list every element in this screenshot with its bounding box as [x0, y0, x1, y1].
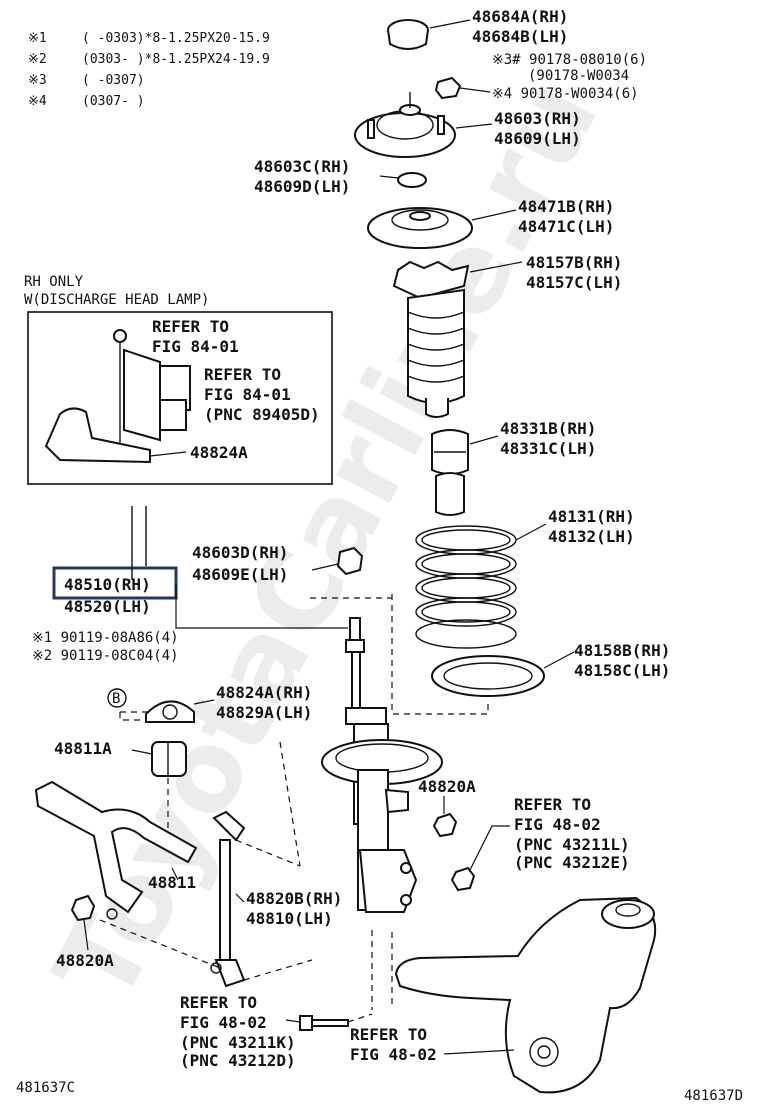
label-48158C: 48158C(LH) [574, 661, 670, 680]
ref-knuckle-line2: FIG 48-02 [514, 815, 601, 834]
knuckle-bolt-nut[interactable] [450, 866, 476, 892]
bump-stopper[interactable] [431, 429, 469, 516]
label-48820A-left: 48820A [56, 951, 114, 970]
lower-insulator[interactable] [431, 655, 545, 697]
inset-ref2-line2: FIG 84-01 [204, 385, 291, 404]
ref-br-line1: REFER TO [350, 1025, 427, 1044]
note-mark-1: ※1 [28, 31, 47, 46]
inset-title-2: W(DISCHARGE HEAD LAMP) [24, 292, 209, 308]
stabilizer-bar-ghost [131, 506, 147, 580]
figure-code-right: 481637D [684, 1088, 743, 1104]
dust-boot[interactable] [392, 260, 470, 418]
ref-knuckle-line4: (PNC 43212E) [514, 853, 630, 872]
ref-bl-line3: (PNC 43211K) [180, 1033, 296, 1052]
note-text-3: ( -0307) [82, 73, 145, 88]
label-48331C: 48331C(LH) [500, 439, 596, 458]
label-48132: 48132(LH) [548, 527, 635, 546]
label-48157B: 48157B(RH) [526, 253, 622, 272]
coil-spring[interactable] [415, 525, 517, 649]
label-48684B: 48684B(LH) [472, 27, 568, 46]
ref-knuckle-line3: (PNC 43211L) [514, 835, 630, 854]
label-48684A: 48684A(RH) [472, 7, 568, 26]
label-48811A: 48811A [54, 739, 112, 758]
bearing-washer[interactable] [397, 172, 427, 188]
note-mark-4: ※4 [28, 94, 47, 109]
label-48820A-right: 48820A [418, 777, 476, 796]
mark-b: B [107, 688, 127, 708]
highlight-box [52, 566, 178, 600]
label-48471B: 48471B(RH) [518, 197, 614, 216]
label-48829A: 48829A(LH) [216, 703, 312, 722]
inset-ref2-line3: (PNC 89405D) [204, 405, 320, 424]
label-48510[interactable]: 48510(RH) [64, 575, 151, 594]
label-48811: 48811 [148, 873, 196, 892]
stabilizer-nut-left[interactable] [70, 894, 96, 922]
note-text-1: ( -0303)*8-1.25PX20-15.9 [82, 31, 270, 46]
note-mark-2: ※2 [28, 52, 47, 67]
label-48603D: 48603D(RH) [192, 543, 288, 562]
label-48471C: 48471C(LH) [518, 217, 614, 236]
notes-block: ※1 ( -0303)*8-1.25PX20-15.9 ※2 (0303- )*… [28, 31, 270, 109]
ref-bl-line2: FIG 48-02 [180, 1013, 267, 1032]
stabilizer-bushing[interactable] [151, 741, 187, 777]
label-bolt-2: ※2 90119-08C04(4) [32, 648, 179, 664]
inset-ref1-line2: FIG 84-01 [152, 337, 239, 356]
label-48824A: 48824A(RH) [216, 683, 312, 702]
mount-nut[interactable] [434, 76, 462, 100]
stabilizer-bar[interactable] [34, 780, 198, 920]
inset-bracket[interactable] [44, 407, 151, 464]
label-48609E: 48609E(LH) [192, 565, 288, 584]
label-48157C: 48157C(LH) [526, 273, 622, 292]
strut-nut[interactable] [336, 546, 364, 576]
upper-spring-seat[interactable] [367, 207, 473, 249]
note-text-2: (0303- )*8-1.25PX24-19.9 [82, 52, 270, 67]
ref-bl-line1: REFER TO [180, 993, 257, 1012]
label-48824A-inset: 48824A [190, 443, 248, 462]
ref-bl-line4: (PNC 43212D) [180, 1051, 296, 1070]
label-48331B: 48331B(RH) [500, 419, 596, 438]
label-48131: 48131(RH) [548, 507, 635, 526]
mount-cap[interactable] [387, 19, 429, 50]
shock-absorber[interactable] [321, 617, 443, 913]
label-48609: 48609(LH) [494, 129, 581, 148]
ref-br-line2: FIG 48-02 [350, 1045, 437, 1064]
label-bolt-1: ※1 90119-08A86(4) [32, 630, 179, 646]
strut-bracket-nut[interactable] [432, 812, 458, 838]
label-48603C: 48603C(RH) [254, 157, 350, 176]
headlamp-sensor[interactable] [113, 329, 191, 456]
knuckle-bolt[interactable] [299, 1015, 349, 1031]
ref-knuckle-line1: REFER TO [514, 795, 591, 814]
strut-mount[interactable] [354, 92, 456, 158]
label-48603: 48603(RH) [494, 109, 581, 128]
label-48520: 48520(LH) [64, 597, 151, 616]
inset-box [27, 311, 333, 485]
inset-title-1: RH ONLY [24, 274, 84, 290]
label-48158B: 48158B(RH) [574, 641, 670, 660]
inset-ref2-line1: REFER TO [204, 365, 281, 384]
svg-text:B: B [112, 691, 120, 707]
steering-knuckle[interactable] [394, 896, 657, 1094]
figure-code-left: 481637C [16, 1080, 75, 1096]
label-48820B: 48820B(RH) [246, 889, 342, 908]
label-nut-4: ※4 90178-W0034(6) [492, 86, 639, 102]
bushing-bracket[interactable] [145, 700, 195, 723]
note-text-4: (0307- ) [82, 94, 145, 109]
note-mark-3: ※3 [28, 73, 47, 88]
label-nut-3: ※3# 90178-08010(6) [492, 52, 647, 68]
label-48810: 48810(LH) [246, 909, 333, 928]
inset-ref1-line1: REFER TO [152, 317, 229, 336]
label-48609D: 48609D(LH) [254, 177, 350, 196]
stabilizer-link[interactable] [210, 810, 246, 988]
label-nut-3b: (90178-W0034 [528, 68, 629, 84]
